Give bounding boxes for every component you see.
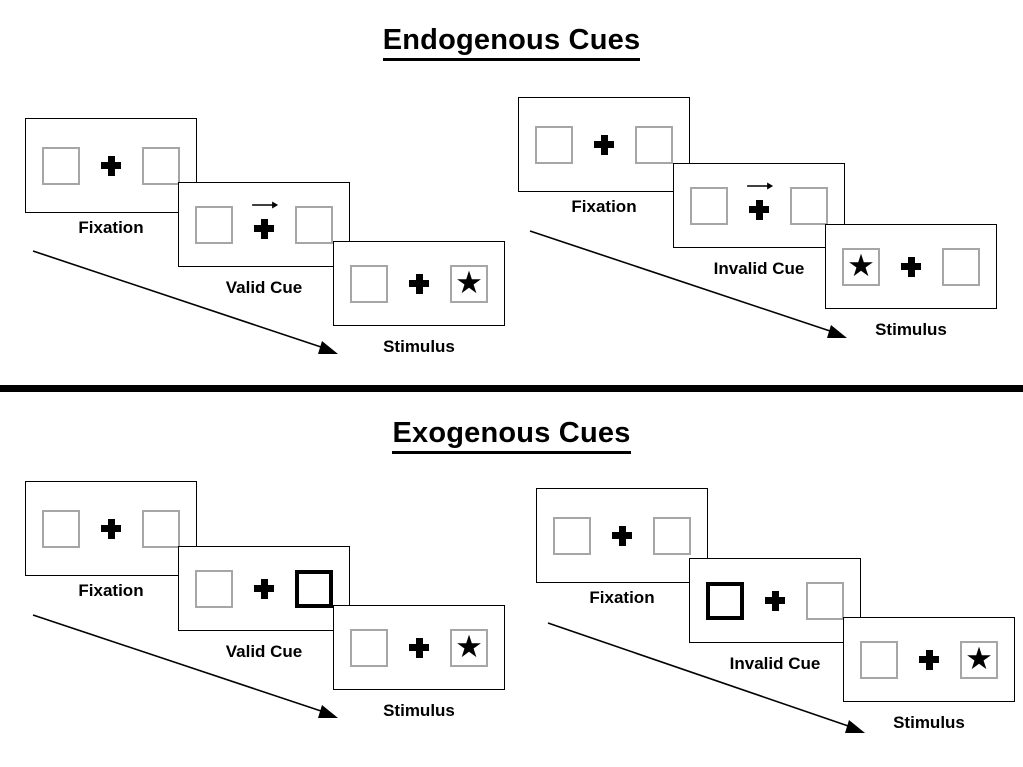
cell-right: [635, 125, 673, 164]
arrow-right-icon: [747, 182, 774, 189]
panel-content: [179, 567, 349, 611]
fixation-cross-wrap: [609, 514, 635, 558]
panel-content: [690, 579, 860, 623]
star-icon: ★: [455, 629, 483, 664]
plus-sign-icon: [765, 590, 785, 611]
panel-endogenous-valid-stimulus: ★: [333, 241, 505, 326]
section-title-endogenous-text: Endogenous Cues: [382, 24, 641, 61]
cell-left: [553, 516, 591, 555]
caption-exogenous-invalid-stimulus: Stimulus: [893, 713, 965, 732]
plus-sign-icon: [101, 518, 121, 539]
panel-content: ★: [334, 626, 504, 670]
cell-right: ★: [450, 264, 488, 303]
cell-right: [790, 186, 828, 225]
section-title-exogenous: Exogenous Cues: [0, 417, 1023, 454]
time-flow-arrow-exogenous-valid: [32, 614, 338, 718]
panel-endogenous-invalid-stimulus: ★: [825, 224, 997, 309]
star-icon: ★: [965, 641, 993, 676]
panel-content: [537, 514, 707, 558]
panel-exogenous-valid-stimulus: ★: [333, 605, 505, 690]
cell-left: [350, 264, 388, 303]
fixation-cross-wrap: [251, 567, 277, 611]
fixation-cross-wrap: [251, 201, 279, 247]
panel-content: ★: [844, 638, 1014, 682]
cell-right: [142, 146, 180, 185]
star-icon: ★: [455, 265, 483, 300]
fixation-cross-wrap: [591, 123, 617, 167]
time-flow-arrow-exogenous-invalid: [547, 622, 865, 733]
panel-exogenous-invalid-fixation: [536, 488, 708, 583]
fixation-cross-wrap: [98, 144, 124, 188]
panel-content: [26, 507, 196, 551]
cell-right: [142, 509, 180, 548]
plus-sign-icon: [409, 637, 429, 658]
cell-left: [42, 509, 80, 548]
caption-endogenous-valid-stimulus: Stimulus: [383, 337, 455, 356]
plus-sign-icon: [612, 525, 632, 546]
plus-sign-icon: [409, 273, 429, 294]
section-title-endogenous: Endogenous Cues: [0, 24, 1023, 61]
star-icon: ★: [847, 248, 875, 283]
section-title-exogenous-text: Exogenous Cues: [392, 417, 631, 454]
cell-right: ★: [450, 628, 488, 667]
fixation-cross-wrap: [406, 626, 432, 670]
cell-left: [690, 186, 728, 225]
time-flow-arrow-endogenous-invalid: [529, 230, 847, 338]
cell-left: [350, 628, 388, 667]
cell-left: [42, 146, 80, 185]
cell-left: [195, 569, 233, 608]
cell-left-cued: [706, 581, 744, 620]
fixation-cross-wrap: [762, 579, 788, 623]
panel-exogenous-invalid-cue: [689, 558, 861, 643]
plus-sign-icon: [594, 134, 614, 155]
plus-sign-icon: [101, 155, 121, 176]
fixation-cross-wrap: [916, 638, 942, 682]
panel-endogenous-invalid-fixation: [518, 97, 690, 192]
cell-right: [806, 581, 844, 620]
arrow-right-icon: [252, 201, 279, 208]
caption-exogenous-valid-cue: Valid Cue: [225, 642, 303, 661]
panel-endogenous-valid-cue: [178, 182, 350, 267]
panel-endogenous-valid-fixation: [25, 118, 197, 213]
cell-right-cued: [295, 569, 333, 608]
panel-exogenous-valid-cue: [178, 546, 350, 631]
section-divider: [0, 385, 1023, 392]
cell-left: [860, 640, 898, 679]
fixation-cross-wrap: [98, 507, 124, 551]
fixation-cross-wrap: [746, 182, 774, 228]
caption-endogenous-valid-fixation: Fixation: [78, 218, 144, 237]
cell-right: ★: [960, 640, 998, 679]
fixation-cross-wrap: [898, 245, 924, 289]
caption-endogenous-invalid-stimulus: Stimulus: [875, 320, 947, 339]
cell-left: [535, 125, 573, 164]
panel-exogenous-invalid-stimulus: ★: [843, 617, 1015, 702]
caption-exogenous-invalid-fixation: Fixation: [589, 588, 655, 607]
panel-content: [26, 144, 196, 188]
panel-content: [674, 182, 844, 228]
cell-left: ★: [842, 247, 880, 286]
time-flow-arrow-endogenous-valid: [32, 250, 338, 354]
panel-content: [179, 201, 349, 247]
plus-sign-icon: [749, 199, 769, 220]
panel-content: ★: [334, 262, 504, 306]
fixation-cross-wrap: [406, 262, 432, 306]
panel-content: [519, 123, 689, 167]
caption-endogenous-valid-cue: Valid Cue: [225, 278, 303, 297]
plus-sign-icon: [254, 578, 274, 599]
cell-right: [295, 205, 333, 244]
cell-right: [942, 247, 980, 286]
panel-endogenous-invalid-cue: [673, 163, 845, 248]
cell-right: [653, 516, 691, 555]
cell-left: [195, 205, 233, 244]
caption-exogenous-valid-stimulus: Stimulus: [383, 701, 455, 720]
caption-exogenous-invalid-cue: Invalid Cue: [729, 654, 821, 673]
plus-sign-icon: [254, 218, 274, 239]
caption-endogenous-invalid-fixation: Fixation: [571, 197, 637, 216]
caption-exogenous-valid-fixation: Fixation: [78, 581, 144, 600]
caption-endogenous-invalid-cue: Invalid Cue: [713, 259, 805, 278]
panel-content: ★: [826, 245, 996, 289]
plus-sign-icon: [901, 256, 921, 277]
panel-exogenous-valid-fixation: [25, 481, 197, 576]
plus-sign-icon: [919, 649, 939, 670]
